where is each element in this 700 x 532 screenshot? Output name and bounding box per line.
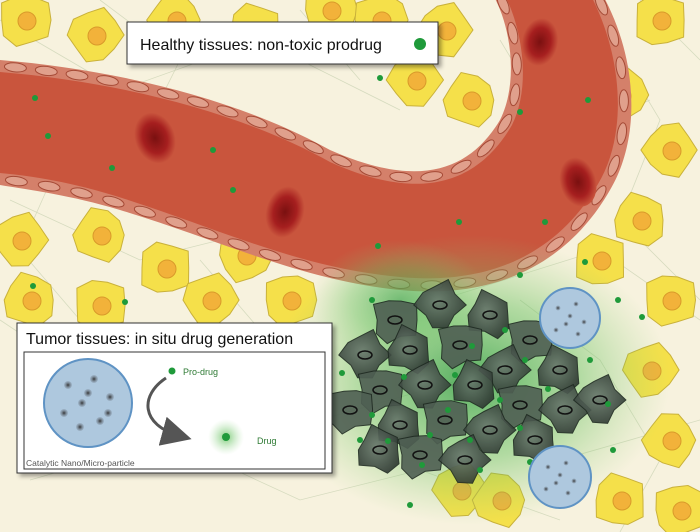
prodrug-dot [542, 219, 548, 225]
healthy-cell [76, 279, 126, 332]
prodrug-molecule-icon [168, 367, 176, 375]
red-blood-cell [265, 186, 305, 238]
prodrug-dot [230, 187, 236, 193]
catalytic-particle [528, 445, 592, 509]
healthy-cell [3, 271, 54, 327]
prodrug-dot [545, 386, 551, 392]
tumor-cell [437, 325, 483, 370]
prodrug-dot [585, 97, 591, 103]
prodrug-label: Pro-drug [183, 367, 218, 377]
prodrug-dot [377, 75, 383, 81]
healthy-callout-text: Healthy tissues: non-toxic prodrug [140, 37, 382, 54]
prodrug-dot [407, 502, 413, 508]
prodrug-dot [467, 437, 473, 443]
drug-molecule-icon [222, 433, 230, 441]
tumor-cell [467, 288, 510, 340]
healthy-cell [66, 6, 125, 63]
conversion-arrow [146, 376, 192, 446]
prodrug-dot [517, 425, 523, 431]
tumor-cell [413, 278, 467, 329]
red-blood-cell [134, 112, 176, 164]
prodrug-dot [452, 372, 458, 378]
prodrug-dot [587, 357, 593, 363]
prodrug-dot [32, 95, 38, 101]
prodrug-dot [522, 357, 528, 363]
particle-label: Catalytic Nano/Micro-particle [26, 458, 135, 468]
prodrug-dot [427, 432, 433, 438]
healthy-cell [0, 211, 50, 267]
drug-label: Drug [257, 436, 277, 446]
tumor-cell [462, 403, 517, 454]
tumor-cell [338, 328, 392, 379]
vessel-lumen [0, 0, 618, 279]
healthy-cell [442, 71, 495, 128]
prodrug-dot [122, 299, 128, 305]
prodrug-dot [45, 133, 51, 139]
healthy-cell [72, 207, 125, 263]
healthy-cell [141, 241, 190, 293]
red-blood-cell [521, 18, 559, 66]
catalytic-particle [539, 287, 601, 349]
prodrug-dot [517, 272, 523, 278]
healthy-cell [655, 484, 700, 532]
prodrug-dot [469, 343, 475, 349]
prodrug-dot [369, 412, 375, 418]
red-blood-cell [559, 157, 597, 207]
prodrug-dot [210, 147, 216, 153]
healthy-cell [182, 272, 240, 328]
healthy-cell [1, 0, 52, 47]
healthy-cell [646, 275, 697, 327]
prodrug-dot [497, 397, 503, 403]
prodrug-dot [517, 109, 523, 115]
tumor-cell [452, 358, 495, 410]
prodrug-dot [605, 401, 611, 407]
prodrug-dot [369, 297, 375, 303]
prodrug-dot [477, 467, 483, 473]
healthy-cell [640, 122, 698, 178]
prodrug-dot [615, 297, 621, 303]
healthy-cell [614, 191, 664, 247]
prodrug-dot [502, 327, 508, 333]
prodrug-dot [419, 462, 425, 468]
healthy-cell [595, 472, 644, 525]
tumor-cells [327, 278, 627, 484]
prodrug-dot [109, 165, 115, 171]
prodrug-dot [456, 219, 462, 225]
prodrug-dot [610, 447, 616, 453]
prodrug-dot [385, 438, 391, 444]
prodrug-dot [582, 259, 588, 265]
healthy-cell [636, 0, 685, 46]
tumor-cell [572, 373, 627, 424]
prodrug-molecules [30, 75, 645, 508]
prodrug-dot [375, 243, 381, 249]
catalytic-particle-icon [43, 358, 133, 448]
tumor-callout-title: Tumor tissues: in situ drug generation [26, 331, 293, 348]
prodrug-dot [445, 407, 451, 413]
prodrug-dot [30, 283, 36, 289]
healthy-callout [126, 21, 439, 65]
prodrug-dot-icon [414, 38, 426, 50]
prodrug-dot [339, 370, 345, 376]
prodrug-dot [401, 374, 407, 380]
prodrug-dot [639, 314, 645, 320]
prodrug-dot [357, 437, 363, 443]
tumor-cell [357, 423, 400, 474]
tumor-cell [422, 400, 468, 445]
